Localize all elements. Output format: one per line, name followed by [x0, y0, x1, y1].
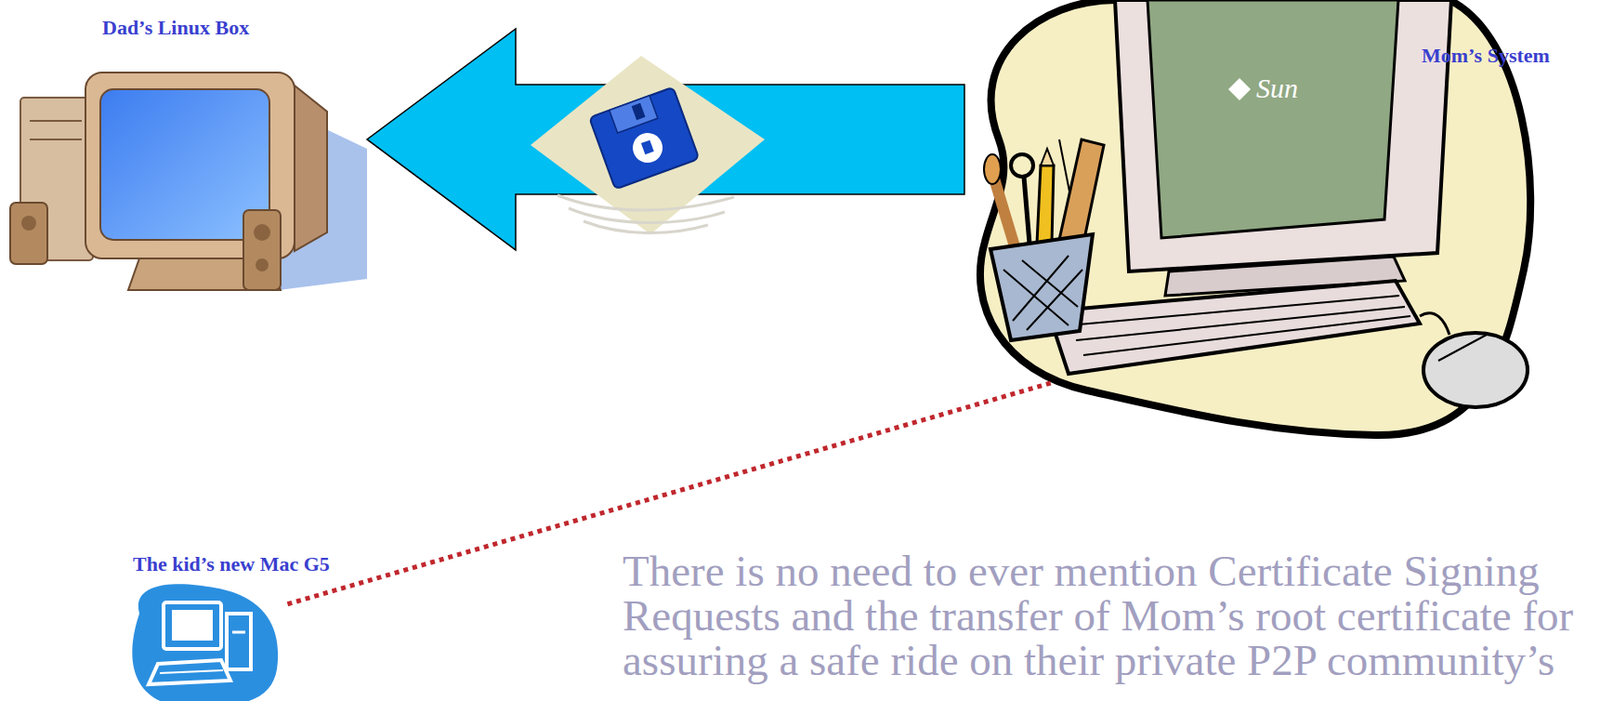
floppy-disk-art-part-part: [631, 103, 646, 120]
floppy-disk-art-part-part: [589, 87, 699, 190]
node-label: Mom’s System: [1421, 44, 1550, 67]
linux-computer-art: [10, 72, 368, 290]
sun-workstation-node: Mom’s System: [964, 0, 1532, 383]
linux-computer-art-part: [243, 209, 281, 290]
linux-computer-art-part: [29, 119, 82, 122]
linux-computer-art-part: [21, 215, 37, 231]
sun-workstation-art-part: [1083, 315, 1411, 355]
node-label: The kid’s new Mac G5: [132, 552, 330, 576]
linux-computer-node: Dad’s Linux Box: [10, 71, 368, 291]
mac-computer-node: The kid’s new Mac G5: [127, 586, 284, 701]
mac-icon-art-part: [163, 602, 222, 649]
sun-workstation-art-part: [1147, 0, 1399, 238]
sun-workstation-art-part: [1048, 280, 1420, 374]
floppy-disk-art-part: [589, 87, 699, 190]
floppy-disk-art-part: [557, 195, 735, 210]
sun-workstation-art-part: [1059, 139, 1104, 244]
mac-icon-art-part: [131, 583, 278, 701]
sun-workstation-art-part: [1419, 313, 1450, 335]
floppy-disk-art-part-part: [641, 140, 655, 156]
floppy-disk-art-part: [568, 208, 725, 223]
sun-workstation-art-part: [1114, 0, 1452, 272]
floppy-disk-art-part: [530, 55, 765, 235]
mac-icon-art-part: [148, 659, 231, 684]
floppy-disk-art: [530, 55, 765, 235]
sun-workstation-art-part: [1036, 165, 1054, 244]
mac-icon-art-part: [226, 613, 251, 669]
mac-icon-art-part: [232, 630, 246, 634]
mac-icon-art: [131, 583, 278, 701]
transfer-arrow: [367, 28, 965, 250]
sun-workstation-art-part: [1068, 295, 1400, 326]
sun-workstation-art-part: [1010, 154, 1034, 177]
sun-workstation-art-part: [983, 154, 1001, 184]
logo-text: Sun: [1256, 74, 1299, 103]
mac-icon-art-part: [159, 669, 223, 673]
sun-workstation-art-part: [1438, 334, 1487, 361]
node-label: Dad’s Linux Box: [102, 16, 250, 40]
sun-workstation-art-part: [994, 178, 1015, 247]
linux-computer-art-part: [255, 258, 269, 272]
body-note: There is no need to ever mention Certifi…: [622, 548, 1600, 682]
floppy-disk-art-part-part: [609, 95, 658, 133]
sun-workstation-art-part: [1040, 148, 1054, 166]
floppy-disk-art-part-part: [629, 128, 668, 167]
sun-workstation-art-part: [1423, 332, 1528, 407]
sun-workstation-art-part: [1228, 78, 1251, 101]
linux-computer-art-part: [29, 138, 82, 141]
linux-computer-art-part: [294, 85, 328, 251]
sun-workstation-art-part: [1023, 176, 1030, 244]
sun-workstation-art-part: [990, 234, 1093, 341]
sun-workstation-art-part: [1003, 255, 1083, 330]
linux-computer-art-part: [10, 202, 48, 264]
floppy-disk-art-part: [583, 221, 709, 234]
linux-computer-art-part: [253, 223, 271, 241]
linux-computer-art-part: [85, 72, 295, 259]
mac-icon-art-part: [171, 609, 213, 641]
